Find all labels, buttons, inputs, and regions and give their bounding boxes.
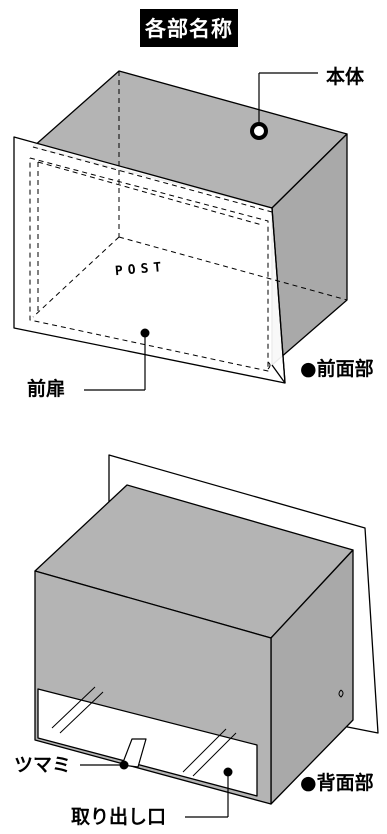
label-knob: ツマミ (14, 754, 72, 776)
back-view-figure (34, 454, 379, 805)
outlet-callout (185, 767, 233, 818)
outlet-opening (37, 688, 258, 797)
label-front-part: ●前面部 (300, 358, 374, 380)
label-door: 前扉 (27, 378, 66, 400)
door-callout (84, 328, 150, 391)
knob-callout (80, 760, 129, 770)
knob-shape (121, 738, 147, 768)
body-callout (250, 72, 318, 140)
label-back-part: ●背面部 (300, 772, 374, 794)
page-title: 各部名称 (140, 9, 238, 47)
label-outlet: 取り出し口 (71, 806, 167, 828)
front-view-figure (13, 70, 348, 384)
label-body: 本体 (326, 66, 365, 88)
